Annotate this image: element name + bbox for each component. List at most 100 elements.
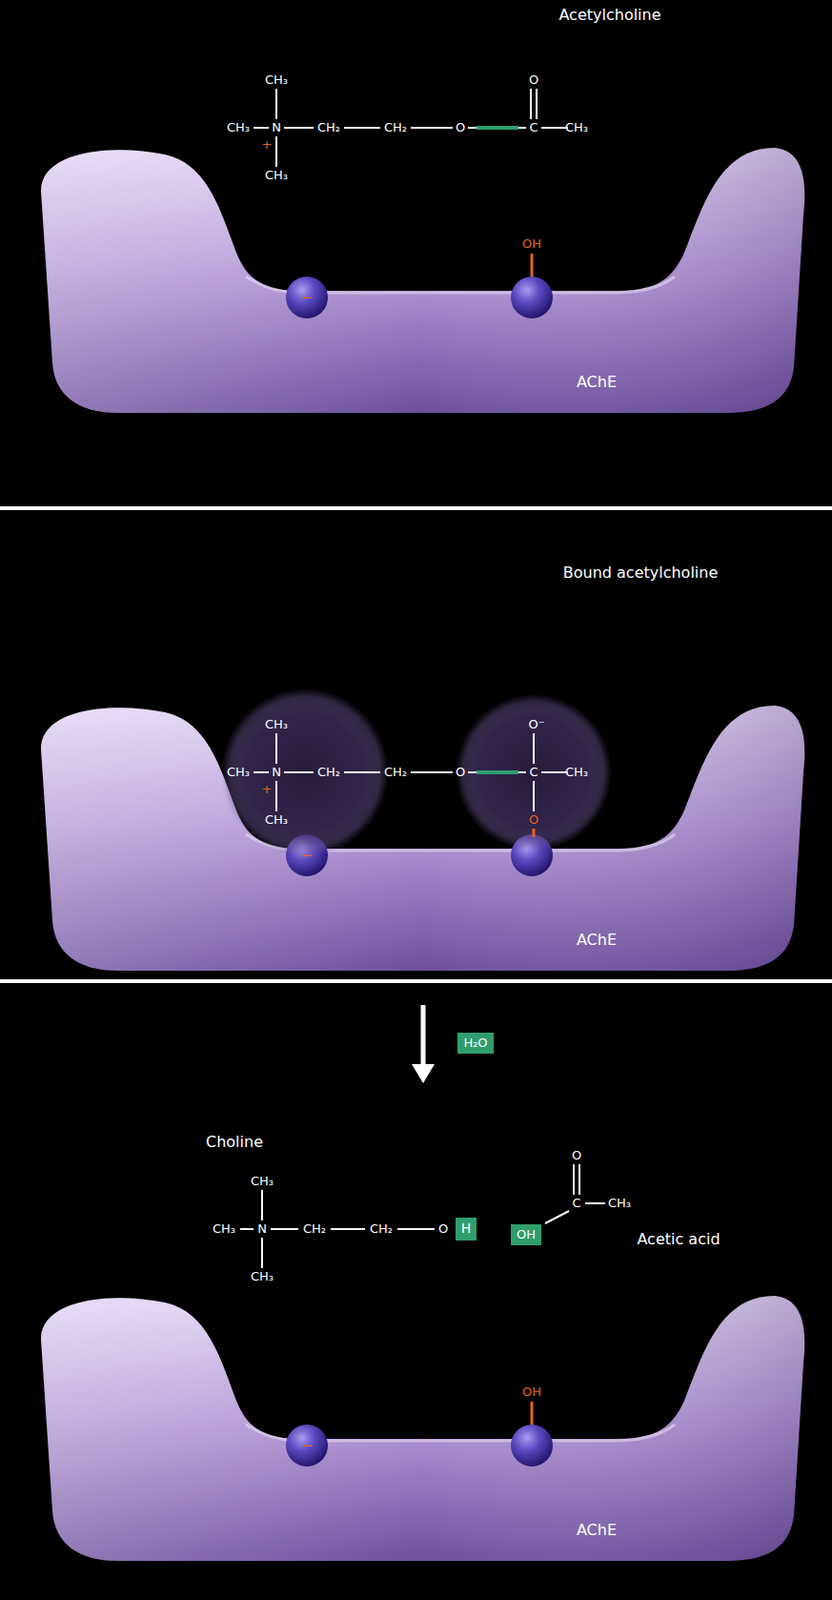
- box-label: H₂O: [463, 1035, 488, 1050]
- panel-divider: [0, 978, 832, 983]
- enzyme-label: AChE: [576, 373, 617, 391]
- atom-label: CH₂: [303, 1221, 326, 1236]
- atom-label: CH₂: [384, 121, 407, 135]
- chemical-bond: [330, 1227, 366, 1230]
- atom-label: O: [571, 1148, 582, 1162]
- enzyme-shade: [40, 1295, 805, 1561]
- chemical-bond: [270, 1227, 299, 1230]
- atom-label: CH₃: [565, 765, 589, 779]
- box-label: OH: [516, 1227, 536, 1241]
- highlight-box: H₂O: [457, 1032, 493, 1054]
- chemical-bond: [532, 828, 536, 837]
- enzyme-body: [40, 147, 805, 413]
- atom-label: C: [571, 1196, 581, 1210]
- panel-divider: [0, 506, 832, 510]
- active-site-sphere: [510, 276, 553, 319]
- chemical-bond: [275, 780, 278, 812]
- chemical-bond: [344, 771, 381, 773]
- chemical-bond: [585, 1201, 606, 1204]
- chemical-bond: [410, 126, 453, 129]
- chemical-bond: [275, 88, 278, 120]
- enzyme-shape: AChE: [40, 142, 806, 413]
- active-site-sphere: [510, 1423, 553, 1466]
- highlight-box: H: [455, 1217, 478, 1239]
- atom-label: −: [301, 1437, 314, 1454]
- atom-label: CH₂: [317, 121, 341, 135]
- active-site-sphere: [285, 1423, 328, 1466]
- enzyme-body: [40, 1295, 805, 1561]
- active-site-sphere: [285, 276, 328, 319]
- hydroxyl-bond: [530, 253, 534, 279]
- chemical-bond: [261, 1237, 264, 1268]
- atom-label: CH₂: [384, 765, 407, 779]
- chemical-bond: [541, 126, 569, 129]
- enzyme-outline: [40, 142, 806, 413]
- enzyme-label: AChE: [576, 931, 617, 949]
- atom-label: CH₃: [264, 168, 288, 183]
- atom-label: O: [455, 765, 466, 779]
- atom-label: O: [455, 121, 466, 135]
- chemical-bond: [532, 732, 535, 764]
- atom-label: O: [528, 812, 539, 827]
- atom-label: CH₃: [264, 812, 288, 827]
- enzyme-shape: AChE: [40, 1290, 806, 1561]
- enzyme-label: AChE: [576, 1521, 617, 1539]
- chemical-bond: [275, 136, 278, 167]
- atom-label: C: [528, 765, 538, 779]
- enzyme-shape: AChE: [40, 700, 806, 971]
- molecule-name: Bound acetylcholine: [563, 564, 719, 582]
- chemical-bond: [476, 770, 519, 774]
- chemical-bond: [467, 771, 527, 773]
- atom-label: CH₃: [250, 1269, 274, 1283]
- atom-label: O: [438, 1221, 448, 1236]
- molecule-name: Choline: [205, 1133, 264, 1151]
- chemical-bond: [541, 771, 569, 773]
- atom-label: CH₃: [226, 765, 250, 779]
- atom-label: CH₃: [264, 73, 288, 87]
- atom-label: OH: [522, 1384, 542, 1399]
- atom-label: CH₃: [264, 717, 288, 731]
- binding-glow: [221, 688, 389, 856]
- atom-label: −: [301, 289, 314, 306]
- reaction-arrow: [421, 1004, 427, 1066]
- atom-label: N: [271, 121, 282, 135]
- chemical-bond: [275, 732, 278, 764]
- chemical-bond: [284, 126, 314, 129]
- atom-label: N: [257, 1221, 267, 1236]
- atom-label: CH₃: [608, 1196, 631, 1210]
- atom-label: OH: [522, 237, 542, 251]
- atom-label: CH₃: [565, 121, 589, 135]
- chemical-bond: [532, 780, 535, 812]
- chemical-bond: [476, 125, 519, 130]
- chemical-bond: [467, 126, 527, 129]
- highlight-box: OH: [510, 1223, 542, 1245]
- enzyme-shade: [40, 147, 805, 413]
- enzyme-outline: [40, 700, 806, 971]
- atom-label: O: [528, 73, 539, 87]
- atom-label: +: [262, 138, 273, 152]
- atom-label: CH₃: [226, 121, 250, 135]
- molecule-name: Acetic acid: [636, 1230, 720, 1248]
- atom-label: N: [271, 765, 282, 779]
- box-label: H: [461, 1220, 472, 1236]
- chemical-bond: [535, 88, 538, 120]
- enzyme-shade: [40, 705, 805, 971]
- chemical-bond: [572, 1163, 575, 1195]
- molecule-name: Acetylcholine: [558, 6, 661, 24]
- atom-label: C: [528, 121, 538, 135]
- hydroxyl-bond: [530, 1400, 534, 1426]
- atom-label: CH₂: [369, 1221, 393, 1236]
- binding-glow: [455, 693, 612, 851]
- atom-label: +: [262, 782, 273, 796]
- enzyme-body: [40, 705, 805, 971]
- atom-label: O⁻: [527, 717, 545, 731]
- chemical-bond: [261, 1189, 264, 1220]
- chemical-bond: [344, 126, 381, 129]
- chemical-bond: [253, 771, 269, 773]
- chemical-bond: [545, 1210, 569, 1223]
- atom-label: CH₂: [317, 765, 341, 779]
